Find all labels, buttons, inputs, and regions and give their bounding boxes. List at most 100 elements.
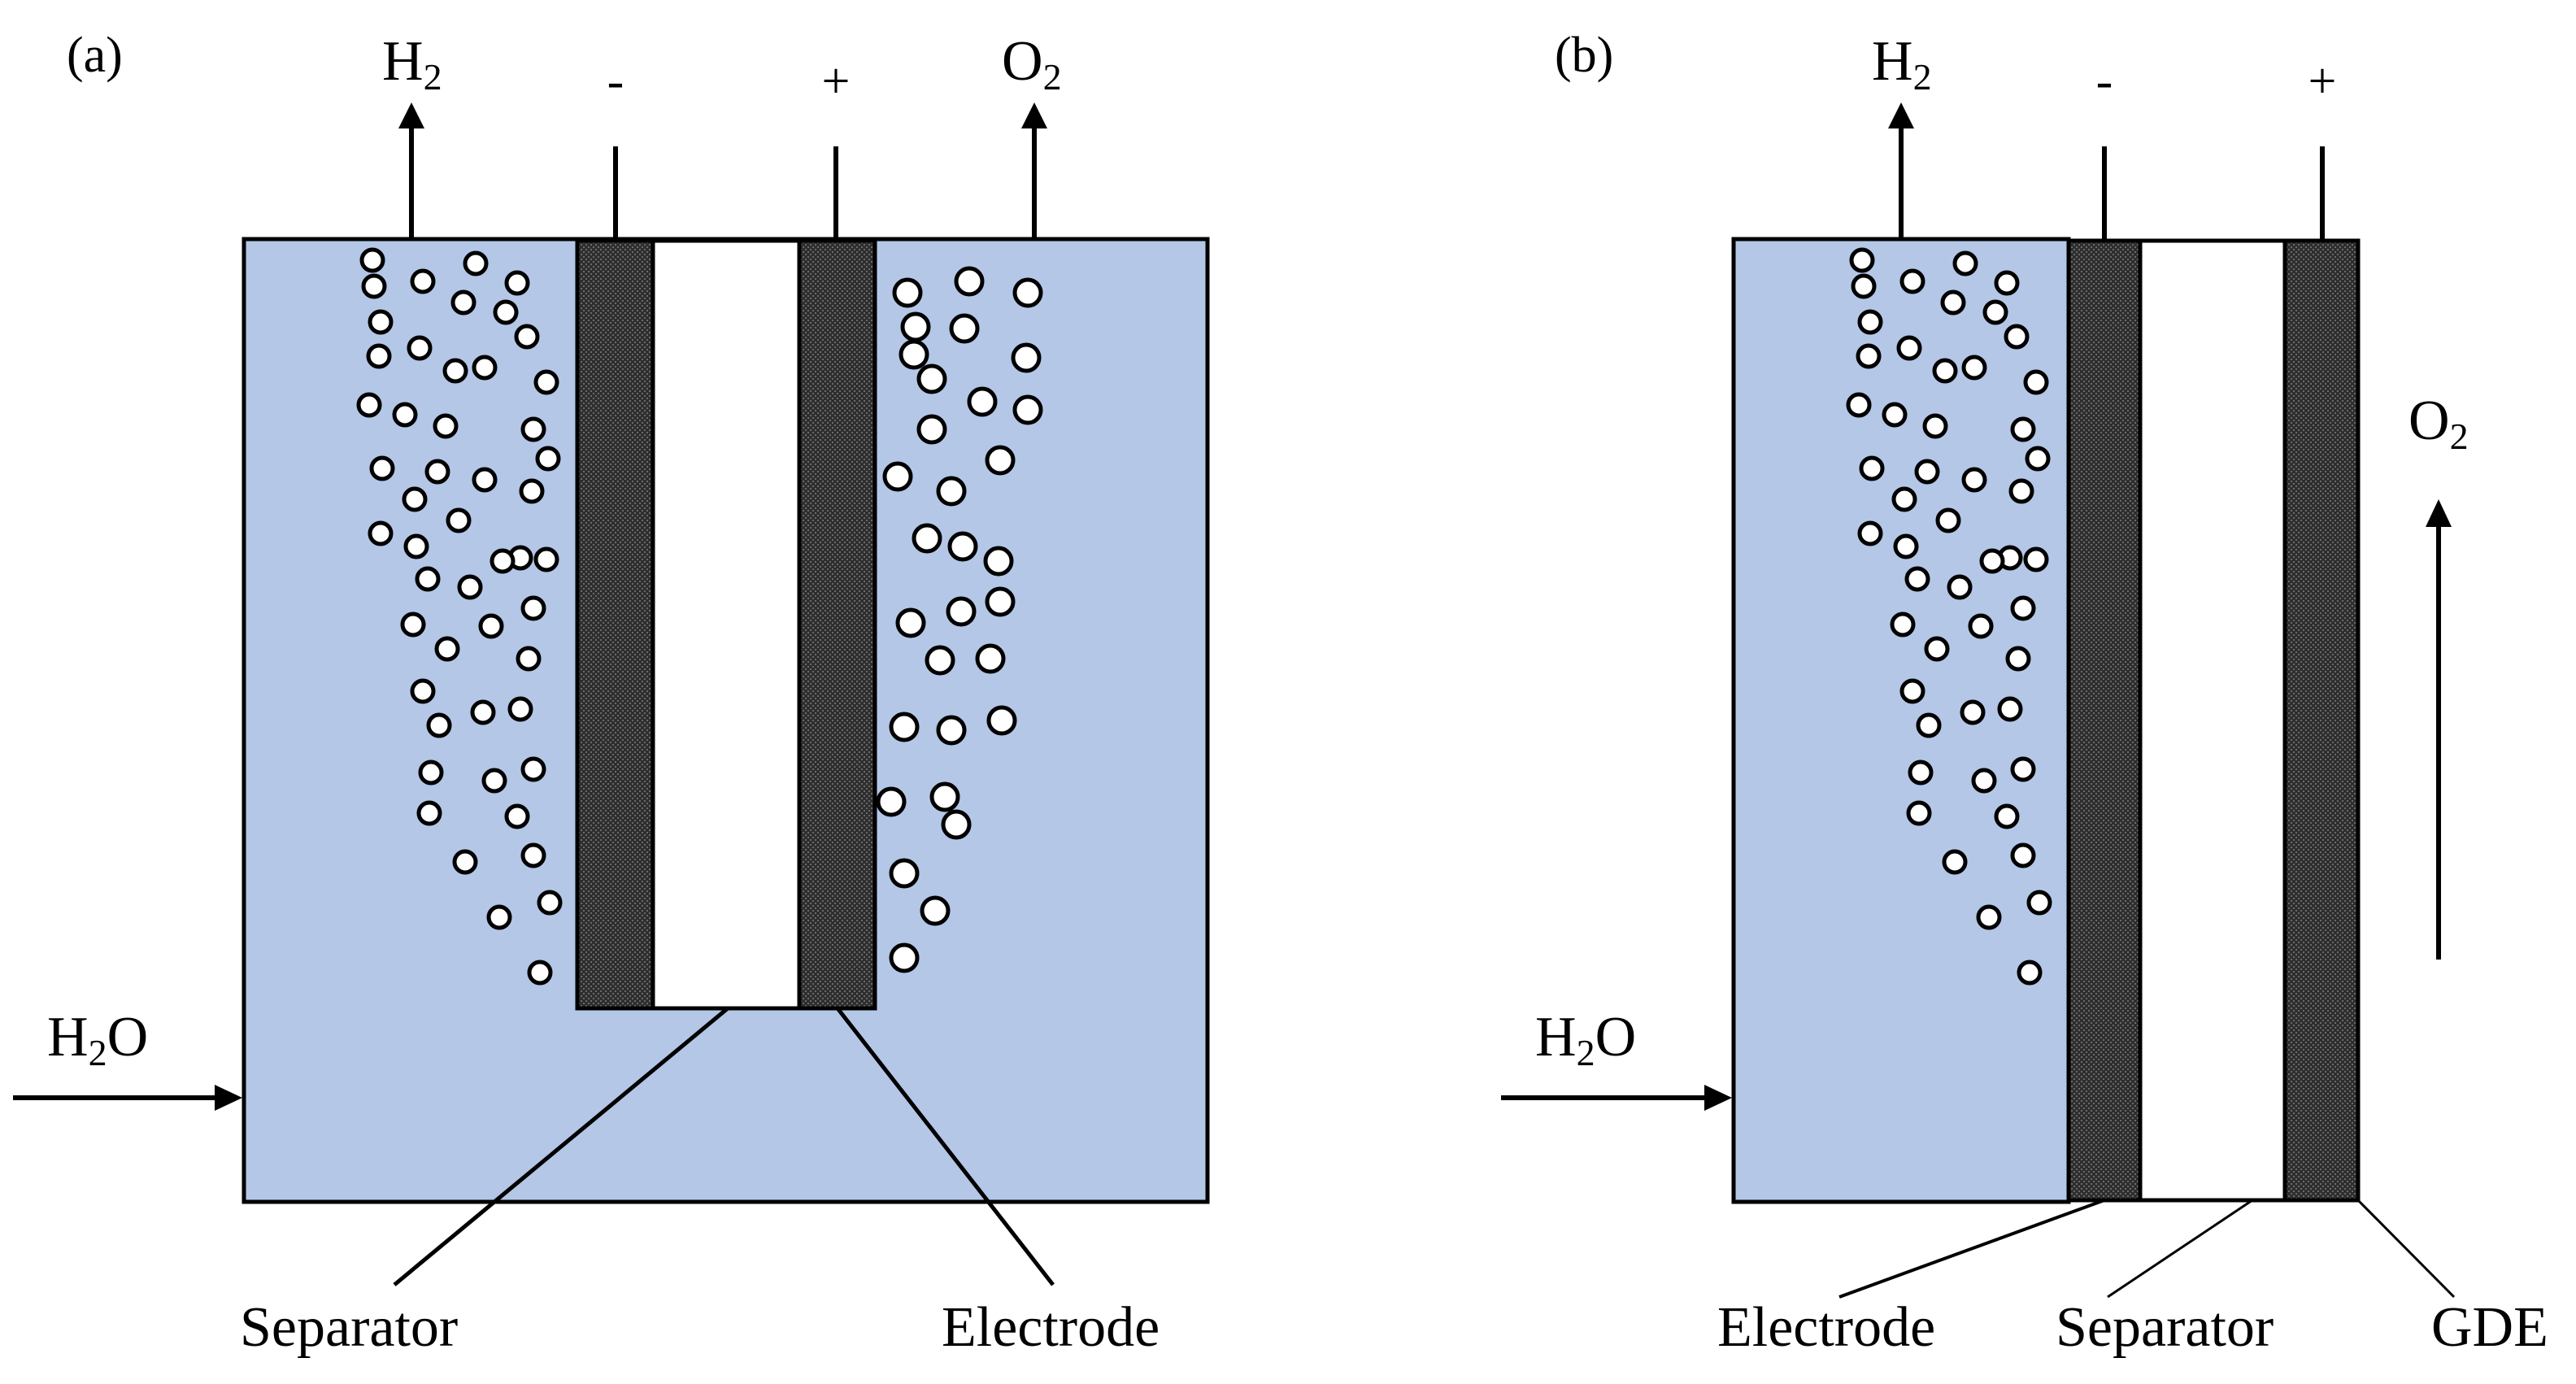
hydrogen-bubble [368,520,394,546]
panel-a-minus-sign: - [607,54,624,109]
panel-b-separator-leader [2107,1199,2253,1299]
panel-b-separator-label: Separator [2056,1296,2274,1359]
hydrogen-bubble [418,759,444,786]
panel-b-water-label: H2O [1535,1006,1636,1073]
oxygen-bubble [985,586,1016,617]
panel-b-h2-label: H2 [1872,30,1932,98]
hydrogen-bubble [434,636,460,662]
oxygen-bubble [882,461,913,492]
panel-b-tag: (b) [1555,28,1613,83]
oxygen-bubble [876,786,907,817]
hydrogen-bubble [424,459,450,485]
hydrogen-bubble [1947,574,1973,600]
oxygen-bubble [929,781,960,812]
oxygen-bubble [899,339,929,370]
panel-b-gde-label: GDE [2431,1296,2548,1359]
hydrogen-bubble [433,413,459,439]
panel-a-h2-label: H2 [382,30,442,98]
oxygen-bubble [889,712,920,742]
hydrogen-bubble [481,768,507,794]
hydrogen-bubble [1859,455,1885,481]
hydrogen-bubble [520,756,546,782]
hydrogen-bubble [2004,324,2030,350]
hydrogen-bubble [1960,699,1986,725]
hydrogen-bubble [486,904,512,930]
hydrogen-bubble [2008,478,2034,504]
oxygen-bubble [936,715,967,746]
hydrogen-bubble [457,574,483,600]
hydrogen-bubble [2023,369,2049,395]
hydrogen-bubble [2010,595,2036,621]
oxygen-bubble [946,596,977,627]
oxygen-bubble [916,414,947,445]
oxygen-bubble [975,643,1006,674]
hydrogen-bubble [472,467,498,493]
hydrogen-bubble [520,842,546,868]
oxygen-bubble [986,705,1017,736]
hydrogen-bubble [1976,904,2002,930]
panel-b-water-arrowhead [1704,1085,1732,1111]
hydrogen-bubble [520,416,546,442]
hydrogen-bubble [1979,548,2005,574]
hydrogen-bubble [1893,533,1919,559]
panel-b-gde [2282,238,2361,1203]
hydrogen-bubble [533,546,559,572]
oxygen-bubble [912,523,942,554]
oxygen-bubble [947,531,978,562]
hydrogen-bubble [1952,250,1978,276]
oxygen-bubble [949,313,980,344]
hydrogen-bubble [472,355,498,381]
hydrogen-bubble [1994,803,2020,829]
panel-a-water-arrowhead [215,1085,242,1111]
hydrogen-bubble [1942,849,1968,875]
hydrogen-bubble [442,358,468,384]
hydrogen-bubble [1846,392,1872,418]
hydrogen-bubble [1940,289,1966,316]
oxygen-bubble [920,895,951,926]
oxygen-bubble [967,386,998,417]
hydrogen-bubble [1961,467,1987,493]
hydrogen-bubble [507,696,533,722]
hydrogen-bubble [1899,678,1925,704]
oxygen-bubble [941,809,972,840]
hydrogen-bubble [2005,646,2031,672]
hydrogen-bubble [1856,343,1882,369]
hydrogen-bubble [2023,546,2049,572]
panel-a: (a) - + H2 O2 H2O Separator Electrode [13,28,1210,1359]
hydrogen-bubble [1961,355,1987,381]
hydrogen-bubble [368,309,394,335]
hydrogen-bubble [478,613,504,639]
oxygen-bubble [1011,342,1042,373]
hydrogen-bubble [490,548,516,574]
panel-b-minus-sign: - [2096,54,2113,109]
hydrogen-bubble [2010,756,2036,782]
hydrogen-bubble [407,335,433,361]
panel-b-plus-sign: + [2308,54,2337,109]
hydrogen-bubble [1899,268,1925,294]
panel-a-separator-label: Separator [240,1296,458,1359]
hydrogen-bubble [1982,299,2008,325]
oxygen-bubble [983,546,1014,577]
hydrogen-bubble [519,478,545,504]
panel-a-anode-electrode [797,238,877,1011]
hydrogen-bubble [1971,768,1997,794]
hydrogen-bubble [410,268,436,294]
hydrogen-bubble [1916,712,1942,738]
hydrogen-bubble [356,392,382,418]
panel-b-h2-arrowhead [1888,102,1914,128]
hydrogen-bubble [1882,402,1908,428]
oxygen-bubble [892,277,923,308]
panel-a-separator [651,238,802,1011]
oxygen-bubble [925,645,955,676]
hydrogen-bubble [1891,486,1917,512]
hydrogen-bubble [527,960,553,986]
hydrogen-bubble [366,343,392,369]
hydrogen-bubble [359,247,385,273]
hydrogen-bubble [463,250,489,276]
hydrogen-bubble [402,486,428,512]
hydrogen-bubble [1932,358,1958,384]
hydrogen-bubble [400,611,426,638]
oxygen-bubble [916,363,947,394]
hydrogen-bubble [1904,566,1930,592]
